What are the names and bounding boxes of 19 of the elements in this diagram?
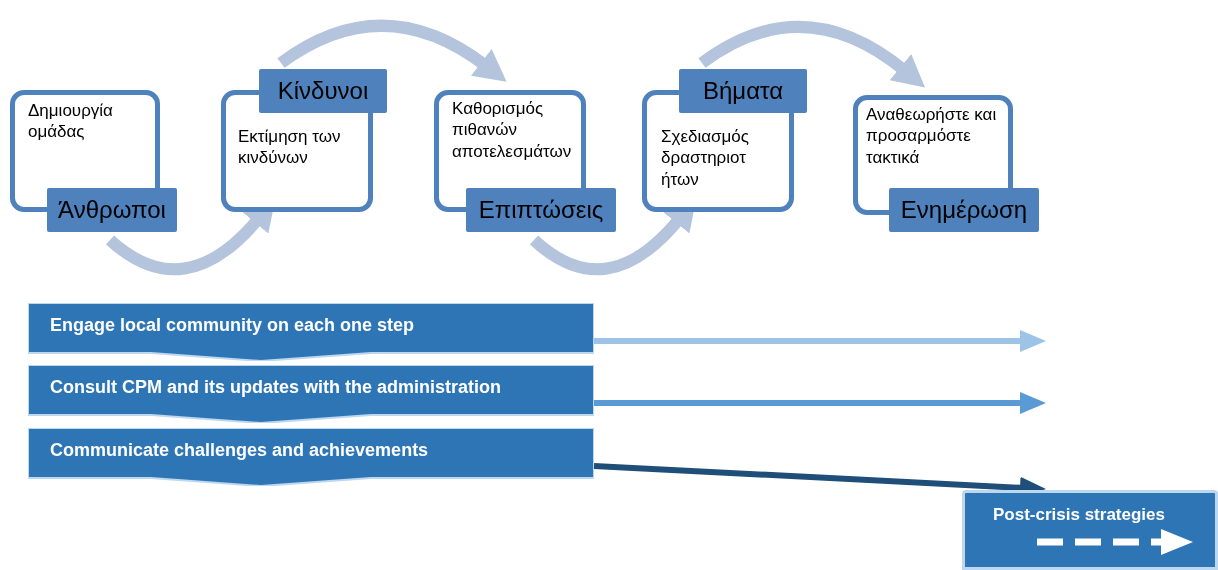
step-text: Καθορισμός πιθανών αποτελεσμάτων [452, 98, 573, 162]
step-text: Αναθεωρήστε και προσαρμόστε τακτικά [866, 104, 998, 168]
step-tag: Άνθρωποι [47, 188, 177, 232]
step-tag: Ενημέρωση [889, 188, 1039, 232]
banner-text: Engage local community on each one step [50, 315, 415, 336]
step-tag: Επιπτώσεις [466, 188, 616, 232]
step-tag: Βήματα [679, 69, 807, 113]
step-text: Εκτίμηση των κινδύνων [238, 126, 342, 169]
arrow [277, 19, 508, 81]
step-tag: Κίνδυνοι [259, 69, 387, 113]
step-text: Δημιουργία ομάδας [28, 100, 114, 143]
banner-text: Post-crisis strategies [993, 505, 1165, 525]
banner-text: Communicate challenges and achievements [50, 440, 429, 461]
step-text: Σχεδιασμός δραστηριοτ ήτων [661, 126, 750, 190]
arrow [594, 392, 1046, 414]
arrow [594, 330, 1046, 352]
arrow [698, 21, 926, 87]
banner-text: Consult CPM and its updates with the administration [50, 377, 502, 398]
scroll-banner [962, 490, 1218, 570]
